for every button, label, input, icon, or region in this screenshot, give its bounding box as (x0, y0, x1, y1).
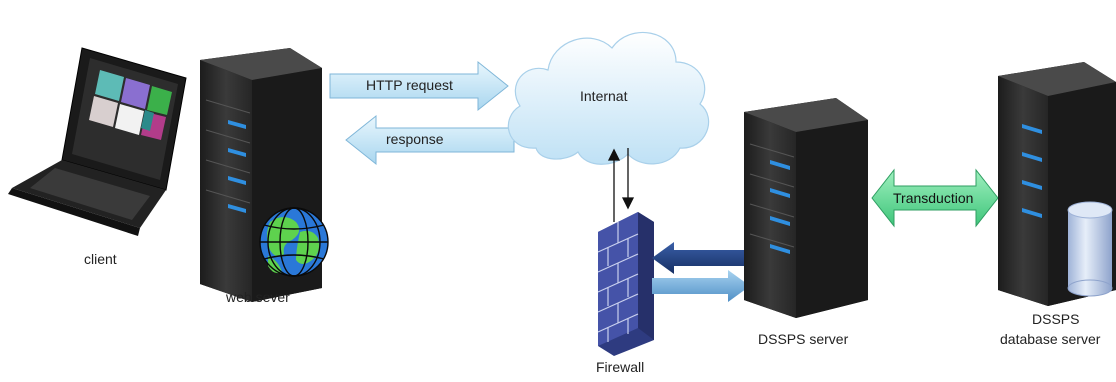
firewall-icon (597, 212, 654, 356)
cloud-firewall-arrows (607, 148, 635, 222)
transduction-label: Transduction (893, 190, 973, 206)
firewall-to-server-arrow (652, 270, 750, 302)
dssps-server-icon (744, 98, 868, 318)
server-to-firewall-arrow (652, 242, 744, 274)
firewall-label: Firewall (596, 359, 644, 375)
http-request-label: HTTP request (366, 77, 453, 93)
globe-icon (259, 207, 329, 277)
laptop-icon (8, 47, 187, 236)
client-label: client (84, 251, 117, 267)
response-label: response (386, 131, 444, 147)
internet-label: Internat (580, 88, 628, 104)
response-arrow (345, 114, 515, 166)
dssps-server-label: DSSPS server (758, 331, 849, 347)
web-server-label: web sever (225, 289, 290, 305)
database-icon (1067, 201, 1113, 297)
cloud-icon (507, 32, 710, 165)
http-request-arrow (329, 60, 509, 112)
dssps-db-label-line1: DSSPS (1032, 311, 1079, 327)
dssps-db-label-line2: database server (1000, 331, 1101, 347)
